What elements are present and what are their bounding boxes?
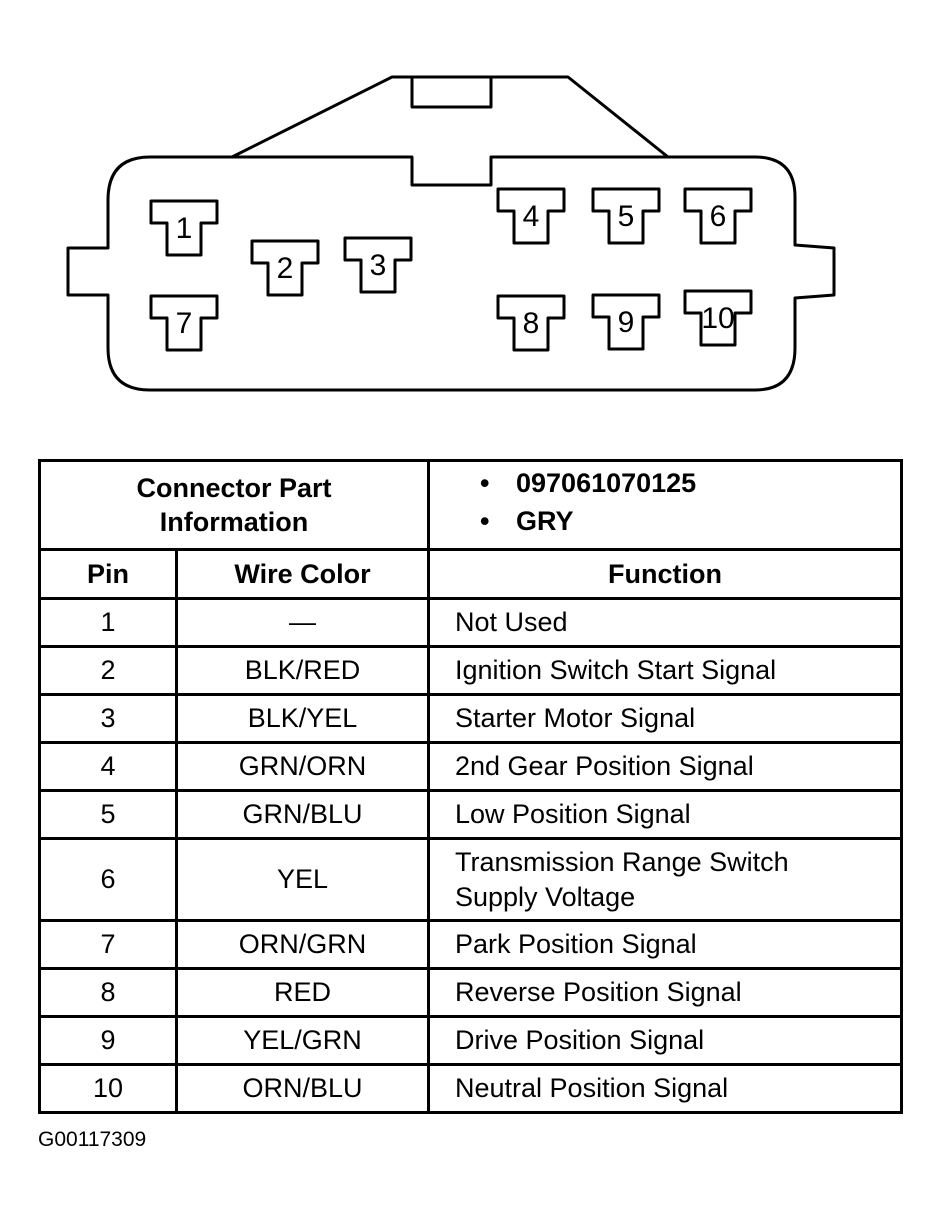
pin-cavity-label: 3 (370, 249, 387, 282)
table-row: 9 YEL/GRN Drive Position Signal (38, 1015, 903, 1066)
pin-cavity-label: 10 (701, 302, 734, 335)
pin-cavity (591, 187, 661, 245)
table-row: 8 RED Reverse Position Signal (38, 967, 903, 1018)
wire-color: ORN/GRN (175, 919, 430, 970)
bullet-icon: • (480, 506, 490, 536)
wire-color: BLK/RED (175, 645, 430, 696)
pin-function: 2nd Gear Position Signal (427, 741, 903, 792)
wire-color: YEL/GRN (175, 1015, 430, 1066)
wire-color: GRN/ORN (175, 741, 430, 792)
part-number: 097061070125 (516, 468, 697, 498)
part-info-label-line1: Connector Part (136, 473, 332, 503)
table-row: 1 — Not Used (38, 597, 903, 648)
table-header-row: Pin Wire Color Function (38, 548, 903, 600)
pin-number: 8 (38, 967, 178, 1018)
part-info-list: • 097061070125 • GRY (427, 459, 903, 551)
pin-cavity (591, 293, 661, 351)
wire-color: GRN/BLU (175, 789, 430, 840)
pin-cavity (343, 236, 413, 294)
wire-color: ORN/BLU (175, 1063, 430, 1114)
header-function: Function (427, 548, 903, 600)
pin-function: Not Used (427, 597, 903, 648)
pin-cavity-label: 7 (176, 307, 193, 340)
connector-latch-tab (410, 75, 493, 109)
pin-cavity-label: 8 (523, 307, 540, 340)
pin-number: 6 (38, 837, 178, 922)
pin-cavity (683, 187, 753, 245)
part-info-label-line2: Information (159, 507, 309, 537)
table-row: 4 GRN/ORN 2nd Gear Position Signal (38, 741, 903, 792)
pin-cavity (250, 239, 320, 297)
pin-function: Neutral Position Signal (427, 1063, 903, 1114)
pin-number: 5 (38, 789, 178, 840)
pin-number: 2 (38, 645, 178, 696)
pin-number: 1 (38, 597, 178, 648)
part-info-row: Connector Part Information • 097061070125… (38, 459, 903, 551)
connector-body-outline (66, 155, 836, 392)
wire-color: — (175, 597, 430, 648)
bullet-icon: • (480, 468, 490, 498)
pin-cavity-label: 4 (523, 200, 540, 233)
part-info-label: Connector Part Information (38, 459, 430, 551)
table-row: 5 GRN/BLU Low Position Signal (38, 789, 903, 840)
pin-cavity-label: 6 (710, 200, 727, 233)
pin-cavity-label: 2 (277, 252, 294, 285)
pin-function: Reverse Position Signal (427, 967, 903, 1018)
table-row: 7 ORN/GRN Park Position Signal (38, 919, 903, 970)
wire-color: BLK/YEL (175, 693, 430, 744)
wire-color: RED (175, 967, 430, 1018)
pin-number: 9 (38, 1015, 178, 1066)
pin-cavity (149, 199, 219, 257)
pin-number: 3 (38, 693, 178, 744)
pin-table: Connector Part Information • 097061070125… (38, 459, 903, 1114)
pin-function: Ignition Switch Start Signal (427, 645, 903, 696)
part-color: GRY (516, 506, 574, 536)
table-row: 3 BLK/YEL Starter Motor Signal (38, 693, 903, 744)
pin-function: Park Position Signal (427, 919, 903, 970)
pin-cavity (683, 289, 753, 347)
pin-function-line1: Transmission Range Switch (455, 846, 789, 877)
part-number-item: • 097061070125 (480, 464, 900, 502)
connector-face-diagram: 1 2 3 4 5 6 7 8 9 10 (66, 75, 836, 392)
pin-number: 4 (38, 741, 178, 792)
pin-cavity (496, 294, 566, 352)
table-row: 6 YEL Transmission Range Switch Supply V… (38, 837, 903, 922)
table-row: 2 BLK/RED Ignition Switch Start Signal (38, 645, 903, 696)
pin-function: Low Position Signal (427, 789, 903, 840)
figure-id: G00117309 (38, 1128, 147, 1151)
connector-latch-roof (231, 75, 669, 159)
table-row: 10 ORN/BLU Neutral Position Signal (38, 1063, 903, 1114)
pin-cavity-label: 5 (618, 200, 635, 233)
header-pin: Pin (38, 548, 178, 600)
pin-number: 10 (38, 1063, 178, 1114)
pin-function: Starter Motor Signal (427, 693, 903, 744)
part-color-item: • GRY (480, 502, 900, 540)
pin-number: 7 (38, 919, 178, 970)
header-wire-color: Wire Color (175, 548, 430, 600)
pin-function-line2: Supply Voltage (455, 881, 636, 912)
pin-cavity (149, 294, 219, 352)
pin-cavity-label: 1 (176, 212, 193, 245)
pin-cavity (496, 187, 566, 245)
pin-cavity-label: 9 (618, 306, 635, 339)
pin-function: Drive Position Signal (427, 1015, 903, 1066)
wire-color: YEL (175, 837, 430, 922)
pin-function: Transmission Range Switch Supply Voltage (427, 837, 903, 922)
